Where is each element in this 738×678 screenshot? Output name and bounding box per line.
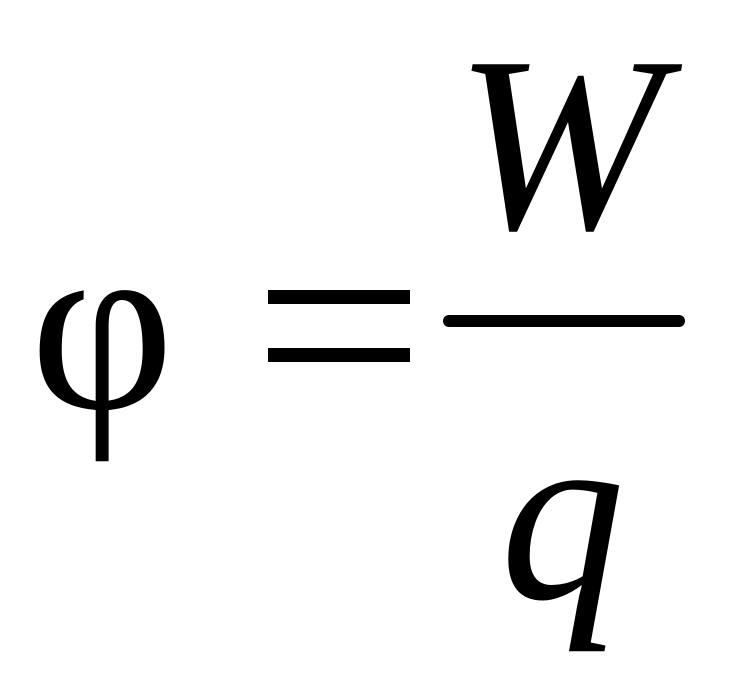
fraction-bar: [443, 315, 685, 327]
phi-symbol: φ: [30, 186, 175, 463]
denominator: q: [500, 376, 625, 653]
numerator: W: [455, 6, 664, 283]
equals-sign: [268, 290, 410, 362]
